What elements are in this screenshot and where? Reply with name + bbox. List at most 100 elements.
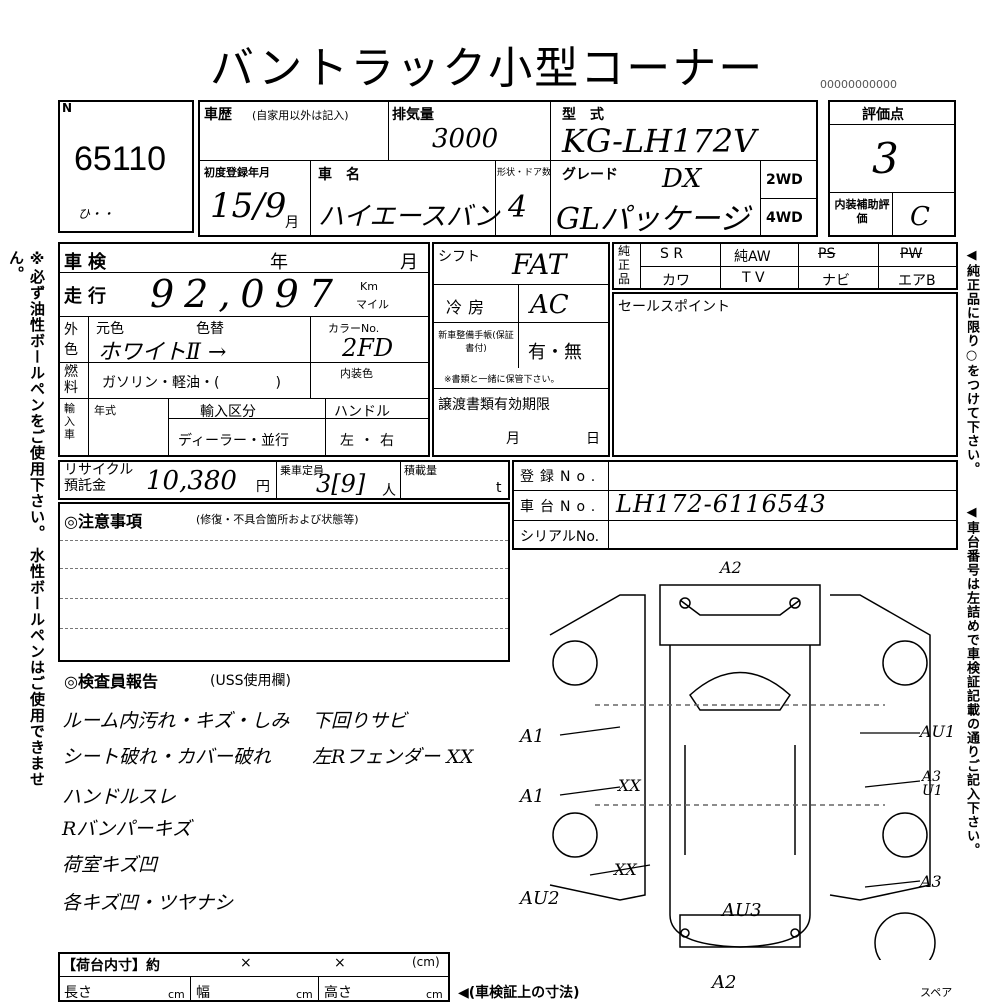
dims-height: 高さ <box>324 985 352 1001</box>
shaken-month: 月 <box>400 252 418 273</box>
shift-value: FAT <box>512 248 567 281</box>
score-value: 3 <box>872 134 899 183</box>
import-year-label: 年式 <box>94 404 116 417</box>
genuine-pw: PW <box>900 246 923 262</box>
maintenance-note: ※書類と一緒に保管下さい。 <box>444 375 560 385</box>
interior-color-label: 内装色 <box>340 367 373 380</box>
inspector-note-3: ハンドルスレ <box>62 786 177 808</box>
mark-rear: AU3 <box>722 900 762 921</box>
lot-corner-label: N <box>62 101 73 115</box>
capacity-label: 乗車定員 <box>280 464 324 477</box>
chassis-label: 車台No. <box>520 499 602 515</box>
fuel-options: ガソリン・軽油・( ) <box>102 375 281 391</box>
first-reg-label: 初度登録年月 <box>204 166 270 179</box>
recycle-unit: 円 <box>256 479 270 495</box>
transfer-label: 譲渡書類有効期限 <box>438 397 550 413</box>
caution-box <box>58 502 510 662</box>
displacement-label: 排気量 <box>392 107 434 123</box>
chassis-value: LH172-6116543 <box>616 490 827 518</box>
grade-value-1: DX <box>662 164 702 194</box>
color-label: 外色 <box>64 322 78 358</box>
capacity-unit: 人 <box>382 483 396 499</box>
inspector-note-2: シート破れ・カバー破れ <box>62 746 272 768</box>
mark-left-1: A1 <box>520 726 545 747</box>
shaken-year: 年 <box>270 252 288 273</box>
genuine-airbag: エアB <box>898 273 936 289</box>
dims-note: ◀(車検証上の寸法) <box>458 985 580 1001</box>
import-label: 輸入車 <box>64 402 75 441</box>
import-handle-value: 左・右 <box>340 433 400 449</box>
color-orig-label: 元色 <box>96 321 124 337</box>
equipment-box <box>432 242 610 457</box>
registration-box <box>512 460 958 550</box>
spare-label: スペア <box>920 986 953 999</box>
car-name-value: ハイエースバン <box>318 202 500 232</box>
import-type-value: ディーラー・並行 <box>178 433 290 449</box>
shaken-label: 車検 <box>64 252 112 273</box>
registration-label: 登録No. <box>520 469 602 485</box>
caution-note: (修復・不具合箇所および状態等) <box>196 513 359 526</box>
mileage-label: 走行 <box>64 286 112 307</box>
drive-2wd: 2WD <box>766 172 803 188</box>
mileage-value: 92,097 <box>150 272 343 316</box>
color-value: ホワイトⅡ → <box>98 340 227 365</box>
sales-point-label: セールスポイント <box>618 299 730 315</box>
interior-score-label: 内装補助評価 <box>834 198 890 225</box>
first-reg-value: 15/9 <box>210 186 287 226</box>
transfer-month: 月 <box>506 431 520 447</box>
cargo-x2: × <box>334 955 346 971</box>
import-type-label: 輸入区分 <box>200 404 256 420</box>
inspector-note-1: ルーム内汚れ・キズ・しみ <box>62 710 290 732</box>
cargo-label: 【荷台内寸】約 <box>62 958 160 974</box>
lot-subnote: ひ・・ <box>78 207 115 221</box>
model-type-value: KG-LH172V <box>562 122 757 160</box>
doors-label: 形状・ドア数 <box>497 168 552 178</box>
maintenance-label: 新車整備手帳(保証書付) <box>438 331 514 354</box>
mark-right-1: AU1 <box>920 722 956 741</box>
inspector-note-4: Rバンパーキズ <box>62 818 192 840</box>
load-unit: t <box>496 480 502 496</box>
inspector-label: ◎検査員報告 <box>64 672 158 691</box>
mileage-unit-mile: マイル <box>356 298 389 311</box>
page-title: バントラック小型コーナー <box>210 43 765 94</box>
genuine-label: 純正品 <box>618 244 631 286</box>
caution-label: ◎注意事項 <box>64 512 142 531</box>
inspector-note-right-1: 下回りサビ <box>312 710 408 732</box>
mileage-unit-km: Km <box>360 280 378 293</box>
genuine-navi: ナビ <box>822 273 850 289</box>
side-note-right-2: ◀車台番号は左詰めで車検証記載の通りご記入下さい。 <box>964 505 979 857</box>
interior-score-value: C <box>910 202 930 232</box>
mark-left-xx2: XX <box>614 860 637 879</box>
load-label: 積載量 <box>404 464 437 477</box>
vehicle-diagram <box>549 584 936 960</box>
genuine-tv: T V <box>742 270 765 286</box>
mark-right-rear: A3 <box>920 872 942 891</box>
lot-number: 65110 <box>74 140 167 178</box>
recycle-label: リサイクル預託金 <box>64 462 134 494</box>
car-name-label: 車 名 <box>318 167 360 183</box>
mark-front: A2 <box>720 558 742 577</box>
mark-right-2: A3 U1 <box>922 769 943 799</box>
dims-width-unit: cm <box>296 988 313 1001</box>
color-code-value: 2FD <box>342 334 394 362</box>
doors-value: 4 <box>508 190 528 225</box>
sales-point-box <box>612 292 958 457</box>
cargo-x1: × <box>240 955 252 971</box>
maintenance-value: 有・無 <box>528 342 582 363</box>
serial-label: シリアルNo. <box>520 529 600 545</box>
genuine-aw: 純AW <box>734 249 771 265</box>
inspector-note-6: 各キズ凹・ツヤナシ <box>62 892 234 914</box>
color-change-label: 色替 <box>196 321 224 337</box>
shift-label: シフト <box>438 249 480 265</box>
inspector-note-5: 荷室キズ凹 <box>62 854 158 876</box>
vehicle-details <box>58 242 430 457</box>
drive-4wd: 4WD <box>766 210 803 226</box>
mark-left-xx1: XX <box>618 776 641 795</box>
mark-left-rear: AU2 <box>520 888 560 909</box>
genuine-ps: PS <box>818 246 836 262</box>
aircon-value: AC <box>530 290 569 320</box>
grade-label: グレード <box>562 167 618 183</box>
inspector-note: (USS使用欄) <box>210 673 291 689</box>
mark-left-2: A1 <box>520 786 545 807</box>
dims-height-unit: cm <box>426 988 443 1001</box>
